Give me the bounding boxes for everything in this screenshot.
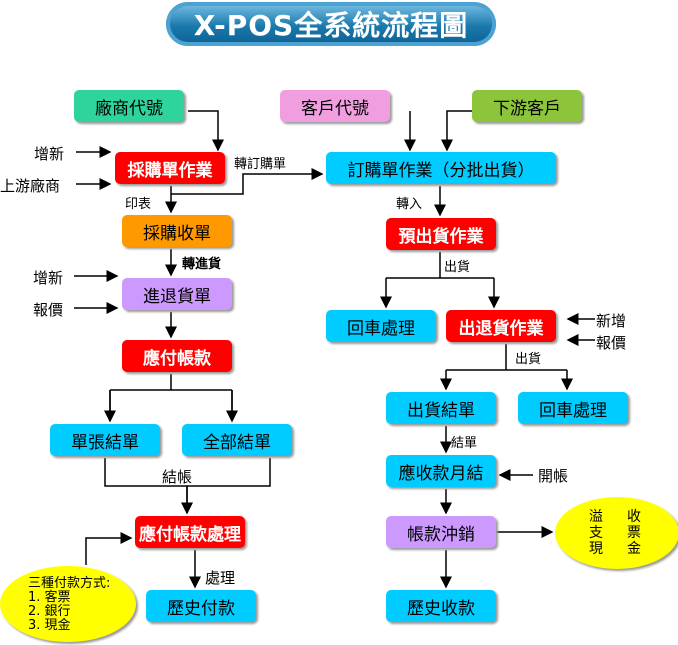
payment-methods-ellipse: 三種付款方式: 1. 客票 2. 銀行 3. 現金 — [0, 566, 136, 642]
shipment-close-box[interactable]: 出貨結單 — [386, 392, 496, 424]
payment-method: 2. 銀行 — [28, 604, 71, 619]
label-process: 處理 — [205, 569, 236, 587]
receipt-methods-ellipse: 溢 收 支 票 現 金 — [555, 497, 678, 569]
vendor-code-box[interactable]: 廠商代號 — [74, 90, 184, 122]
label-transfer-in: 轉入 — [396, 197, 423, 212]
label-ship: 出貨 — [444, 260, 471, 275]
label-add-2: 增新 — [33, 269, 64, 287]
receipt-history-box[interactable]: 歷史收款 — [386, 590, 496, 622]
payment-methods-title: 三種付款方式: — [28, 576, 111, 591]
receipt-char: 收 — [627, 509, 641, 525]
label-new: 新增 — [596, 312, 627, 330]
purchase-order-box[interactable]: 採購單作業 — [115, 152, 225, 184]
label-upstream-vendor: 上游廠商 — [0, 177, 61, 195]
title-banner: X-POS全系統流程圖 — [166, 2, 496, 46]
goods-in-out-box[interactable]: 進退貨單 — [122, 278, 232, 310]
payment-method: 3. 現金 — [28, 618, 71, 633]
receipt-char: 溢 — [589, 509, 603, 525]
return-processing-left-box[interactable]: 回車處理 — [326, 310, 436, 342]
writeoff-box[interactable]: 帳款沖銷 — [386, 516, 496, 548]
label-to-goods-in: 轉進貨 — [182, 257, 222, 272]
label-print: 印表 — [125, 197, 152, 212]
label-quote: 報價 — [33, 301, 64, 319]
ship-return-box[interactable]: 出退貨作業 — [446, 310, 556, 342]
payables-box[interactable]: 應付帳款 — [122, 340, 232, 372]
label-close-bill: 結單 — [451, 436, 478, 451]
page-title: X-POS全系統流程圖 — [193, 9, 469, 42]
payables-processing-box[interactable]: 應付帳款處理 — [135, 516, 245, 548]
sales-order-box[interactable]: 訂購單作業（分批出貨） — [326, 152, 556, 184]
label-add: 增新 — [34, 145, 65, 163]
all-close-box[interactable]: 全部結單 — [182, 424, 292, 456]
label-close-account: 結帳 — [162, 468, 193, 486]
downstream-customer-box[interactable]: 下游客戶 — [472, 90, 582, 122]
receipt-char: 金 — [627, 541, 641, 557]
payment-method: 1. 客票 — [28, 590, 71, 605]
receipt-char: 票 — [627, 525, 641, 541]
label-quote-2: 報價 — [596, 334, 627, 352]
single-close-box[interactable]: 單張結單 — [50, 424, 160, 456]
customer-code-box[interactable]: 客戶代號 — [280, 90, 390, 122]
label-ship-2: 出貨 — [515, 352, 542, 367]
payment-history-box[interactable]: 歷史付款 — [146, 590, 256, 622]
label-to-sales-order: 轉訂購單 — [234, 157, 287, 172]
receipt-char: 支 — [589, 525, 603, 541]
return-processing-right-box[interactable]: 回車處理 — [518, 392, 628, 424]
pre-shipment-box[interactable]: 預出貨作業 — [386, 218, 496, 250]
label-open-account: 開帳 — [538, 467, 569, 485]
purchase-receipt-box[interactable]: 採購收單 — [122, 215, 232, 247]
receipt-char: 現 — [589, 541, 603, 557]
receivables-monthly-box[interactable]: 應收款月結 — [386, 455, 496, 487]
